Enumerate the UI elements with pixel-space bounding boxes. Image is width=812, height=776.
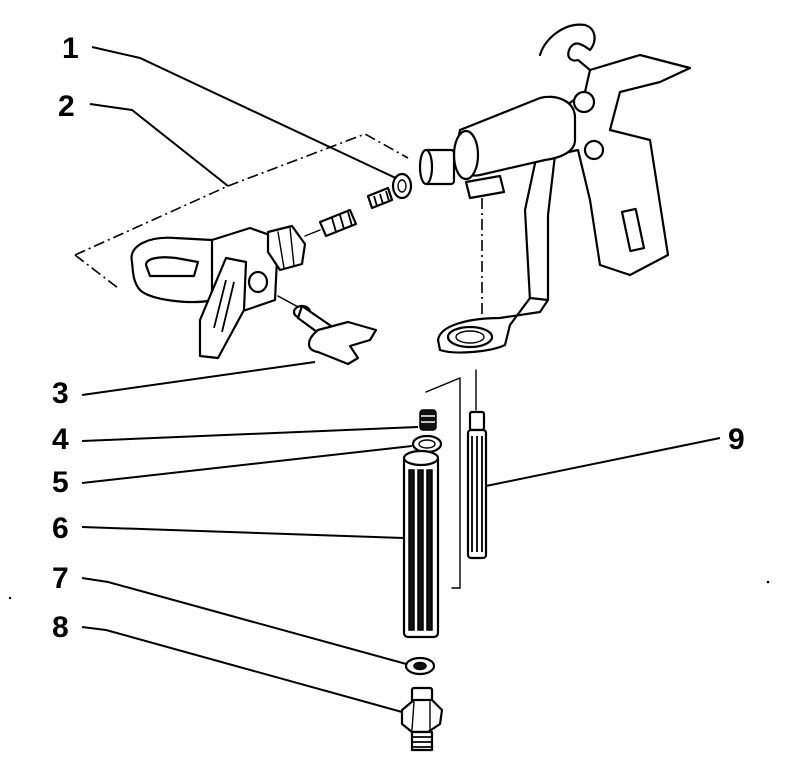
- leader-line-3: [81, 361, 316, 396]
- stray-dot: [8, 596, 12, 600]
- leader-line-4: [81, 426, 419, 442]
- callout-number-4: 4: [52, 423, 69, 456]
- part-4-spring: [419, 409, 437, 431]
- callout-number-7: 7: [52, 562, 69, 595]
- filter-bracket-outline: [425, 376, 461, 589]
- part-8-inlet-fitting: [400, 686, 444, 752]
- callout-number-5: 5: [52, 466, 69, 499]
- callout-number-8: 8: [52, 611, 69, 644]
- part-3-reversible-tip: [277, 295, 378, 366]
- leader-line-2: [89, 103, 229, 187]
- part-7-washer: [404, 656, 436, 676]
- leader-line-9: [485, 437, 721, 487]
- leader-line-1: [91, 46, 401, 181]
- leader-line-7: [81, 577, 411, 666]
- part-5-o-ring: [411, 434, 443, 454]
- callout-number-3: 3: [52, 377, 69, 410]
- part-1-seal-assembly: [227, 133, 413, 210]
- callout-number-9: 9: [728, 423, 745, 456]
- part-2-tip-guard: [74, 185, 358, 360]
- leader-line-8: [81, 626, 403, 713]
- callout-number-1: 1: [62, 32, 79, 65]
- part-6-filter: [402, 449, 440, 639]
- callout-number-2: 2: [58, 90, 75, 123]
- leader-lines: [81, 46, 721, 713]
- spray-gun-body: [418, 23, 692, 354]
- leader-line-5: [81, 445, 413, 484]
- part-9-tube: [466, 369, 488, 560]
- stray-dot: [766, 580, 770, 584]
- callout-number-6: 6: [52, 512, 69, 545]
- leader-line-6: [81, 526, 405, 539]
